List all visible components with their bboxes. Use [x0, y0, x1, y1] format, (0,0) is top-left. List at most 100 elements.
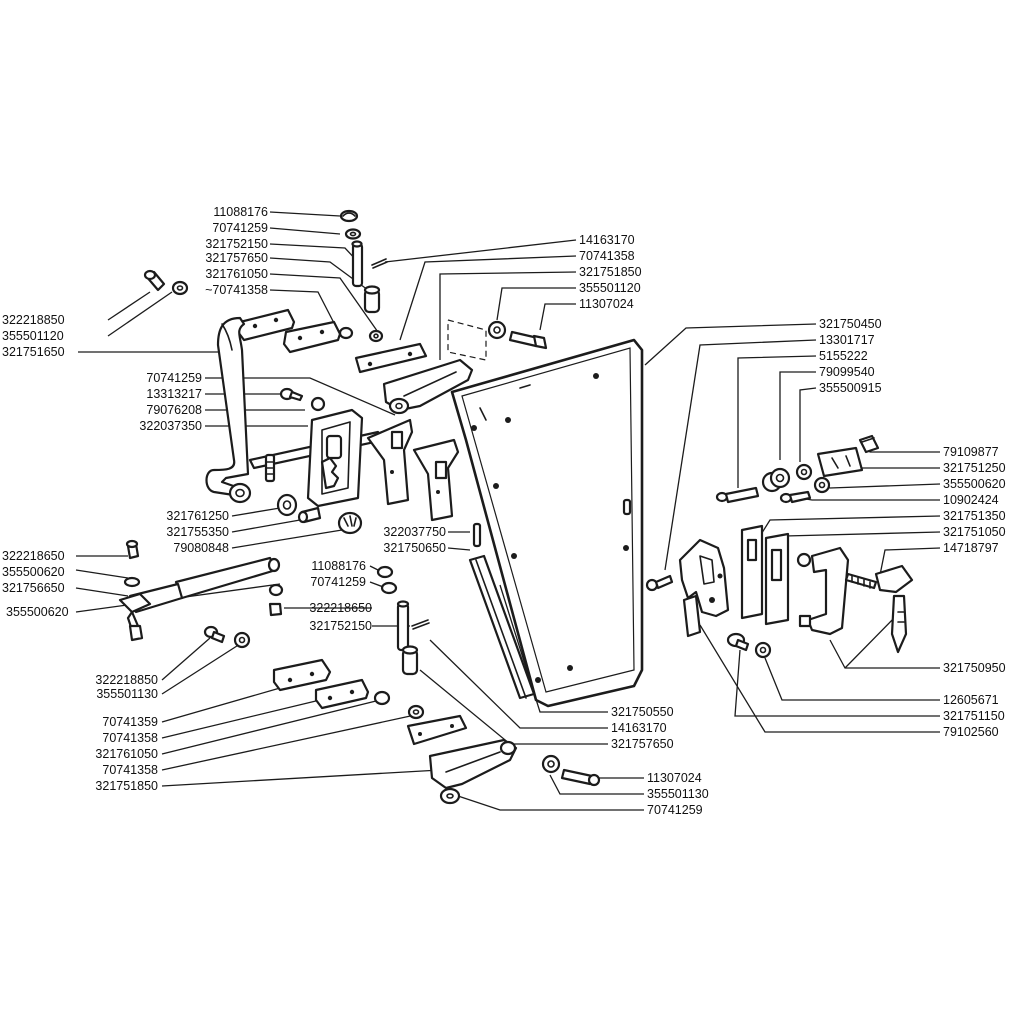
part-label: 321750950 — [943, 661, 1006, 675]
part-label: 321761050 — [95, 747, 158, 761]
part-labels: 11088176 70741259 321752150 321757650 32… — [2, 205, 1006, 817]
part-label: 321755350 — [166, 525, 229, 539]
hinge-bracket-lower-a — [272, 658, 332, 692]
part-label: 70741359 — [102, 715, 158, 729]
hinge-pin-lower — [396, 600, 410, 652]
bushing-top — [363, 285, 381, 314]
part-label: 70741259 — [310, 575, 366, 589]
part-label: 70741358 — [102, 731, 158, 745]
washer-355501120 — [487, 320, 507, 340]
part-label: 321751350 — [943, 509, 1006, 523]
part-label: 5155222 — [819, 349, 868, 363]
washer-lower-left — [233, 631, 251, 649]
washer-stack-top — [338, 326, 384, 343]
bushing-79099540 — [761, 467, 791, 493]
bolt-bottom — [560, 768, 601, 787]
part-label: 79109877 — [943, 445, 999, 459]
bracket-center-a — [366, 418, 414, 506]
part-label: 70741259 — [212, 221, 268, 235]
washer-79076208 — [310, 396, 326, 412]
part-label: 321752150 — [309, 619, 372, 633]
split-pin-lower — [411, 619, 430, 630]
part-label: 321751650 — [2, 345, 65, 359]
washer-stack-lower — [373, 690, 425, 720]
part-label: 14163170 — [611, 721, 667, 735]
part-label: 11307024 — [647, 771, 702, 785]
part-label: 70741259 — [647, 803, 703, 817]
hinge-pin-top — [351, 240, 364, 288]
part-label: 321751250 — [943, 461, 1006, 475]
washer-355500915 — [795, 463, 813, 481]
clip-79109877 — [858, 434, 880, 454]
part-label: 321761250 — [166, 509, 229, 523]
dashed-guide-top — [447, 319, 487, 361]
part-label: 321751150 — [943, 709, 1005, 723]
part-label: 70741259 — [146, 371, 202, 385]
part-label: 12605671 — [943, 693, 999, 707]
hinge-bracket-lower-b — [314, 678, 370, 710]
part-label: 322218850 — [2, 313, 65, 327]
bracket-321751250 — [816, 446, 864, 478]
part-label: 355501130 — [96, 687, 158, 701]
part-label: 321761050 — [205, 267, 268, 281]
part-label: ~70741358 — [205, 283, 268, 297]
part-label: 322218650 — [309, 601, 372, 615]
part-label: 321757650 — [611, 737, 674, 751]
part-label: 321751050 — [943, 525, 1006, 539]
washer-bottom — [541, 754, 561, 774]
part-label: 321750650 — [383, 541, 446, 555]
part-label: 10902424 — [943, 493, 999, 507]
part-label: 321751850 — [579, 265, 642, 279]
part-label: 322037750 — [383, 525, 446, 539]
part-label: 355500620 — [943, 477, 1006, 491]
part-label: 322037350 — [139, 419, 202, 433]
part-label: 70741358 — [579, 249, 635, 263]
hinge-arm-lower — [406, 714, 518, 790]
part-label: 321756650 — [2, 581, 65, 595]
knob-79080848 — [337, 511, 363, 535]
part-label: 355501120 — [579, 281, 641, 295]
part-label: 321757650 — [205, 251, 268, 265]
part-label: 70741358 — [102, 763, 158, 777]
bolt-lower-left — [203, 625, 226, 644]
washer-left-top — [171, 280, 189, 296]
bolt-79102560 — [726, 632, 750, 652]
striker-plate-b — [764, 532, 790, 626]
spacer-321755350 — [297, 506, 322, 524]
part-label: 322218650 — [2, 549, 65, 563]
part-label: 355500620 — [2, 565, 65, 579]
door-handle — [796, 546, 850, 636]
bracket-center-b — [412, 438, 460, 522]
part-label: 321751850 — [95, 779, 158, 793]
part-label: 13301717 — [819, 333, 875, 347]
washer-lower — [380, 581, 398, 595]
part-label: 355500915 — [819, 381, 882, 395]
circlip-lower — [376, 565, 394, 579]
door-latch-mechanism — [678, 538, 730, 638]
bolt-left-top — [143, 269, 166, 292]
part-label: 13313217 — [146, 387, 202, 401]
strut-fittings — [123, 539, 284, 642]
gas-strut — [118, 556, 281, 632]
seal-strip — [468, 554, 536, 700]
latch-plate-left — [306, 408, 364, 508]
washer-bottom-left — [439, 787, 461, 805]
part-label: 79099540 — [819, 365, 875, 379]
bolt-11307024 — [508, 330, 548, 350]
part-label: 11307024 — [579, 297, 634, 311]
part-label: 322218850 — [95, 673, 158, 687]
screw-13313217 — [279, 387, 304, 402]
door-glass-panel — [450, 338, 644, 708]
lock-cylinder-keys — [844, 564, 914, 654]
part-label: 321750550 — [611, 705, 674, 719]
part-label: 14718797 — [943, 541, 999, 555]
striker-plate-a — [740, 524, 764, 620]
threaded-stud — [264, 453, 276, 483]
part-label: 79102560 — [943, 725, 999, 739]
part-label: 14163170 — [579, 233, 635, 247]
part-label: 11088176 — [311, 559, 366, 573]
split-pin-top — [371, 258, 388, 269]
washer-321761250 — [276, 493, 298, 517]
part-label: 355500620 — [6, 605, 69, 619]
screw-13301717 — [645, 574, 674, 592]
